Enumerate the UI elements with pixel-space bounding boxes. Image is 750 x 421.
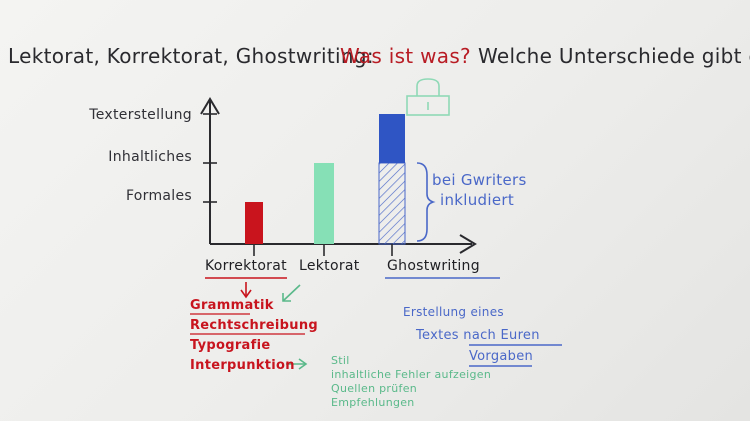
ghostwriting-line3: Vorgaben — [469, 349, 534, 364]
lock-icon — [406, 78, 450, 116]
arrow-korrektorat — [240, 282, 252, 299]
list-item: Typografie — [190, 338, 271, 353]
xlabel-lektorat: Lektorat — [299, 258, 360, 274]
ylabel-formales: Formales — [125, 188, 192, 204]
bar-korrektorat — [245, 202, 263, 244]
xlabel-ghostwriting: Ghostwriting — [387, 258, 480, 274]
xlabel-korrektorat: Korrektorat — [205, 258, 287, 274]
brace — [416, 162, 436, 242]
ghostwriting-line1: Erstellung eines — [403, 305, 504, 319]
brace-text-line1: bei Gwriters — [432, 171, 527, 189]
list-item: Empfehlungen — [331, 396, 415, 409]
list-item: Stil — [331, 354, 350, 367]
y-axis-arrow — [200, 97, 220, 115]
title-part-1: Lektorat, Korrektorat, Ghostwriting: — [8, 44, 374, 68]
x-axis-arrow — [459, 234, 477, 254]
bar-lektorat — [314, 163, 334, 244]
list-item: Quellen prüfen — [331, 382, 418, 395]
list-item: Grammatik — [190, 298, 274, 313]
title-part-2: Was ist was? — [340, 44, 471, 68]
bar-ghostwriting-hatched — [378, 162, 406, 245]
brace-text-line2: inkludiert — [440, 191, 515, 209]
bar-ghostwriting — [379, 114, 405, 163]
list-item: Rechtschreibung — [190, 318, 319, 333]
list-item: Interpunktion — [190, 358, 295, 373]
ylabel-inhaltliches: Inhaltliches — [108, 149, 192, 165]
lektorat-list: Stil inhaltliche Fehler aufzeigen Quelle… — [331, 354, 491, 410]
arrow-interpunktion — [286, 358, 308, 370]
y-ticks — [203, 113, 217, 203]
list-item: inhaltliche Fehler aufzeigen — [331, 368, 492, 381]
ylabel-texterstellung: Texterstellung — [89, 107, 192, 123]
chart-bars — [245, 114, 406, 256]
arrow-lektorat — [282, 284, 301, 302]
title-part-3: Welche Unterschiede gibt es? — [478, 44, 750, 68]
ghostwriting-line2: Textes nach Euren — [416, 328, 540, 343]
korrektorat-list: Grammatik Rechtschreibung Typografie Int… — [190, 296, 318, 376]
